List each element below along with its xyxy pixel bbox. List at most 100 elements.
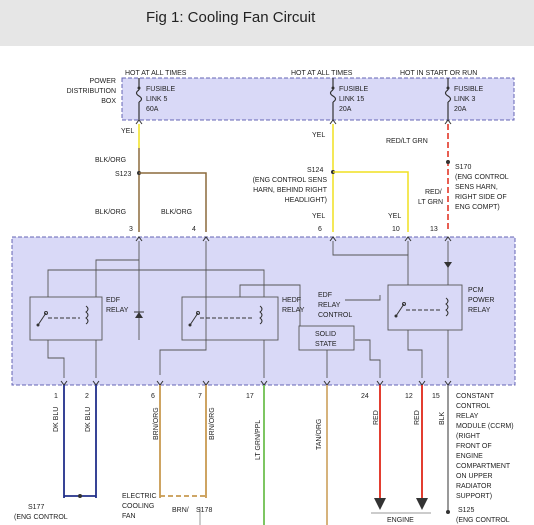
wire-label-lt-grn-ppl: LT GRN/PPL <box>255 420 262 460</box>
pin-bottom-1: 1 <box>54 393 58 400</box>
s170-desc-4: ENG COMPT) <box>455 204 500 211</box>
s125-desc: (ENG CONTROL <box>456 517 510 524</box>
wire-label-yel-1: YEL <box>121 128 134 135</box>
ccrm-label-10: RADIATOR <box>456 483 492 490</box>
pin-bottom-6: 6 <box>151 393 155 400</box>
ccrm-label-2: CONTROL <box>456 403 490 410</box>
ccrm-label-1: CONSTANT <box>456 393 495 400</box>
pin-bottom-17: 17 <box>246 393 254 400</box>
edf-relay-label-1: EDF <box>106 297 120 304</box>
wire-label-blk-org-2: BLK/ORG <box>95 209 126 216</box>
ccrm-label-8: COMPARTMENT <box>456 463 511 470</box>
splice-s125-label: S125 <box>458 507 474 514</box>
wire-label-blk: BLK <box>439 411 446 425</box>
fusible-link-15: FUSIBLE LINK 15 20A <box>329 78 369 120</box>
engine-label: ENGINE <box>387 517 414 524</box>
wire-label-red-lt-grn-2b: LT GRN <box>418 199 443 206</box>
wire-label-yel-4: YEL <box>388 213 401 220</box>
pin-top-6: 6 <box>318 226 322 233</box>
fuse2-l2: LINK 15 <box>339 96 364 103</box>
wire-label-yel-3: YEL <box>312 213 325 220</box>
ccrm-label-9: ON UPPER <box>456 473 493 480</box>
fuse1-l2: LINK 5 <box>146 96 168 103</box>
splice-s123-label: S123 <box>115 171 131 178</box>
fuse3-l3: 20A <box>454 106 467 113</box>
wire-label-brn: BRN/ <box>172 507 189 514</box>
pdb-label-line2: DISTRIBUTION <box>67 88 116 95</box>
pin-top-4: 4 <box>192 226 196 233</box>
fuse2-l1: FUSIBLE <box>339 86 369 93</box>
edf-relay-control-2: RELAY <box>318 302 341 309</box>
fuse1-l3: 60A <box>146 106 159 113</box>
solid-state-label-1: SOLID <box>315 331 336 338</box>
ccrm-label-5: (RIGHT <box>456 433 481 440</box>
s170-desc-3: RIGHT SIDE OF <box>455 194 507 201</box>
splice-s124-label: S124 <box>307 167 323 174</box>
pcm-relay-label-1: PCM <box>468 287 484 294</box>
pdb-label-line1: POWER <box>90 78 116 85</box>
ccrm-label-4: MODULE (CCRM) <box>456 423 514 430</box>
wire-label-red-2: RED <box>414 410 421 425</box>
pin-bottom-15: 15 <box>432 393 440 400</box>
ccrm-label-3: RELAY <box>456 413 479 420</box>
hot-label-1: HOT AT ALL TIMES <box>125 70 187 77</box>
fuse2-l3: 20A <box>339 106 352 113</box>
splice-s177-label: S177 <box>28 504 44 511</box>
wire-label-dk-blu-2: DK BLU <box>85 407 92 432</box>
electric-fan-2: COOLING <box>122 503 154 510</box>
electric-fan-1: ELECTRIC <box>122 493 157 500</box>
pin-top-3: 3 <box>129 226 133 233</box>
fuse3-l2: LINK 3 <box>454 96 476 103</box>
pin-bottom-24: 24 <box>361 393 369 400</box>
hedf-relay-label-1: HEDF <box>282 297 301 304</box>
pin-top-13: 13 <box>430 226 438 233</box>
wire-label-brn-org-2: BRN/ORG <box>209 407 216 440</box>
pcm-relay-label-2: POWER <box>468 297 494 304</box>
solid-state-label-2: STATE <box>315 341 337 348</box>
edf-relay-control-3: CONTROL <box>318 312 352 319</box>
electric-fan-3: FAN <box>122 513 136 520</box>
ccrm-label-6: FRONT OF <box>456 443 492 450</box>
pin-bottom-2: 2 <box>85 393 89 400</box>
edf-relay: EDF RELAY <box>29 296 129 341</box>
figure-title: Fig 1: Cooling Fan Circuit <box>146 9 316 26</box>
hot-label-3: HOT IN START OR RUN <box>400 70 477 77</box>
splice-s178-label: S178 <box>196 507 212 514</box>
fusible-link-3: FUSIBLE LINK 3 20A <box>444 78 484 120</box>
ccrm-label-11: SUPPORT) <box>456 493 492 500</box>
wire-label-red-1: RED <box>373 410 380 425</box>
hot-label-2: HOT AT ALL TIMES <box>291 70 353 77</box>
pcm-power-relay: PCM POWER RELAY <box>387 262 494 331</box>
solid-state-box: SOLID STATE <box>298 325 355 351</box>
ccrm-label-7: ENGINE <box>456 453 483 460</box>
hedf-relay-label-2: RELAY <box>282 307 305 314</box>
s177-desc: (ENG CONTROL <box>14 514 68 521</box>
s170-desc-1: (ENG CONTROL <box>455 174 509 181</box>
wire-label-yel-2: YEL <box>312 132 325 139</box>
wire-label-tan-org: TAN/ORG <box>316 419 323 450</box>
pdb-label-line3: BOX <box>101 98 116 105</box>
s124-desc-1: (ENG CONTROL SENS <box>253 177 328 184</box>
edf-relay-control-1: EDF <box>318 292 332 299</box>
wire-label-brn-org-1: BRN/ORG <box>153 407 160 440</box>
edf-relay-label-2: RELAY <box>106 307 129 314</box>
pcm-relay-label-3: RELAY <box>468 307 491 314</box>
wire-label-blk-org-3: BLK/ORG <box>161 209 192 216</box>
bottom-wires <box>63 385 450 525</box>
wire-label-red-lt-grn-1: RED/LT GRN <box>386 138 428 145</box>
s124-desc-3: HEADLIGHT) <box>285 197 327 204</box>
s124-desc-2: HARN, BEHIND RIGHT <box>253 187 328 194</box>
fuse3-l1: FUSIBLE <box>454 86 484 93</box>
pin-bottom-7: 7 <box>198 393 202 400</box>
module-internal-wiring <box>47 241 449 378</box>
power-distribution-box <box>121 77 515 121</box>
hedf-relay: HEDF RELAY <box>181 296 305 341</box>
wire-label-red-lt-grn-2a: RED/ <box>425 189 442 196</box>
diode-symbol <box>134 311 144 318</box>
splice-s170 <box>446 160 450 164</box>
wire-label-blk-org-1: BLK/ORG <box>95 157 126 164</box>
figure-header: Fig 1: Cooling Fan Circuit <box>0 0 534 46</box>
fuse1-l1: FUSIBLE <box>146 86 176 93</box>
wire-label-dk-blu-1: DK BLU <box>53 407 60 432</box>
